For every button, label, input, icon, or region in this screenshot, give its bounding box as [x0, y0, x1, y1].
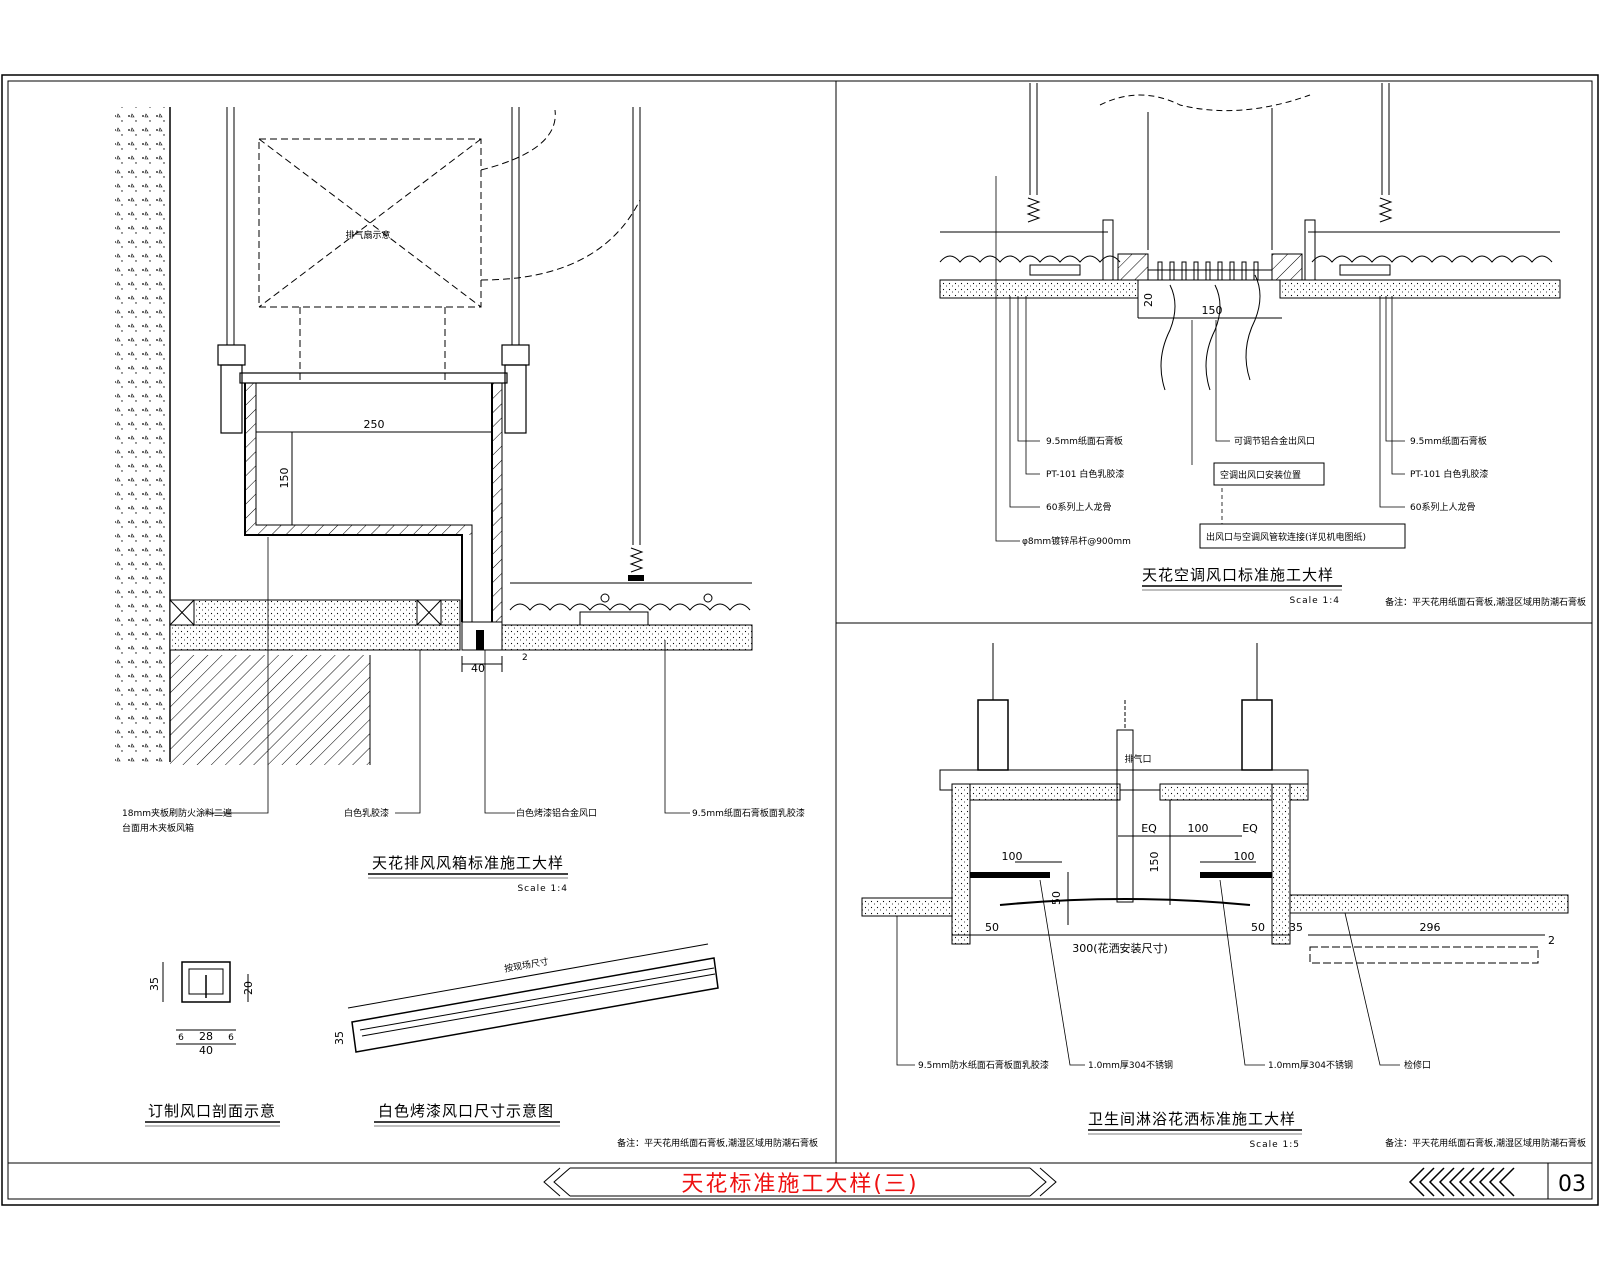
vent-size-title: 白色烤漆风口尺寸示意图 [378, 1102, 554, 1120]
sheet-number: 03 [1558, 1172, 1586, 1197]
shower-dim-l50: 50 [985, 921, 999, 934]
vent-dim-w3: 6 [228, 1033, 234, 1043]
fan-box-label: 排气扇示意 [345, 229, 390, 241]
shower-dim-r35: 35 [1289, 921, 1303, 934]
exhaust-box-detail: 排气扇示意 250 150 [115, 107, 805, 894]
shower-dim-h150: 150 [1148, 852, 1161, 873]
vent-section-detail: 35 20 6 28 6 40 订制风口剖面示意 [145, 961, 280, 1127]
exhaust-dim-width: 250 [364, 418, 385, 431]
shower-dim-h50: 50 [1050, 891, 1063, 905]
shower-note: 备注：平天花用纸面石膏板,潮湿区域用防潮石膏板 [1385, 1137, 1586, 1149]
ac-left-callout-2: PT-101 白色乳胶漆 [1046, 468, 1124, 480]
ac-left-callout-3: 60系列上人龙骨 [1046, 501, 1111, 513]
ac-title: 天花空调风口标准施工大样 [1142, 566, 1334, 584]
exhaust-callout-extra: 台面用木夹板风箱 [122, 822, 194, 834]
left-note: 备注：平天花用纸面石膏板,潮湿区域用防潮石膏板 [617, 1137, 818, 1149]
vent-size-length: 按现场尺寸 [503, 955, 549, 975]
vent-dim-w1: 6 [178, 1033, 184, 1043]
exhaust-dim-slot: 40 [471, 662, 485, 675]
vent-dim-h: 35 [148, 977, 161, 991]
shower-label-top: 排气口 [1124, 753, 1151, 765]
shower-title: 卫生间淋浴花洒标准施工大样 [1088, 1110, 1296, 1128]
vent-dim-w2: 28 [199, 1030, 213, 1043]
exhaust-callout-4: 9.5mm纸面石膏板面乳胶漆 [692, 807, 805, 819]
ac-right-callout-2: PT-101 白色乳胶漆 [1410, 468, 1488, 480]
shower-dim-span: 300(花洒安装尺寸) [1072, 941, 1168, 955]
ac-center-callout-2: 空调出风口安装位置 [1220, 469, 1301, 481]
ac-dim-b: 150 [1202, 304, 1223, 317]
shower-dim-end: 2 [1548, 934, 1555, 947]
ac-center-callout-1: 可调节铝合金出风口 [1234, 435, 1315, 447]
shower-callout-3: 1.0mm厚304不锈钢 [1268, 1059, 1353, 1071]
vent-section-title: 订制风口剖面示意 [148, 1102, 276, 1120]
vent-dim-total: 40 [199, 1044, 213, 1057]
chevron-decoration-icon [1408, 1167, 1515, 1197]
shower-dim-l100: 100 [1002, 850, 1023, 863]
shower-dim-c100: 100 [1188, 822, 1209, 835]
exhaust-title: 天花排风风箱标准施工大样 [372, 854, 564, 872]
ac-dim-a: 20 [1142, 293, 1155, 307]
vent-size-detail: 按现场尺寸 35 白色烤漆风口尺寸示意图 [333, 943, 719, 1127]
vent-size-h: 35 [333, 1031, 346, 1045]
exhaust-callout-3: 白色烤漆铝合金风口 [516, 807, 597, 819]
sheet-title: 天花标准施工大样(三) [681, 1172, 918, 1197]
shower-dim-right: 296 [1420, 921, 1441, 934]
shower-scale: Scale 1:5 [1249, 1140, 1300, 1150]
shower-callout-2: 1.0mm厚304不锈钢 [1088, 1059, 1173, 1071]
ac-center-callout-3: 出风口与空调风管软连接(详见机电图纸) [1206, 531, 1366, 543]
sheet-frame [1, 74, 1599, 1206]
ac-note: 备注：平天花用纸面石膏板,潮湿区域用防潮石膏板 [1385, 596, 1586, 608]
ac-left-callout-1: 9.5mm纸面石膏板 [1046, 435, 1123, 447]
ac-scale: Scale 1:4 [1289, 596, 1340, 606]
ac-right-callout-3: 60系列上人龙骨 [1410, 501, 1475, 513]
exhaust-dim-gap: 2 [522, 653, 528, 663]
ac-vent-detail: 20 150 9.5mm纸面石膏板 PT-101 白色乳胶漆 60系列上人龙骨 … [939, 83, 1586, 608]
vent-dim-inner: 20 [242, 981, 255, 995]
exhaust-dim-height: 150 [278, 468, 291, 489]
title-bar: 天花标准施工大样(三) 03 [543, 1163, 1586, 1199]
shower-dim-r100: 100 [1234, 850, 1255, 863]
shower-detail: EQ 100 EQ 150 100 100 50 50 50 35 300(花洒… [861, 643, 1586, 1150]
exhaust-scale: Scale 1:4 [517, 884, 568, 894]
ac-left-callout-4: φ8mm镀锌吊杆@900mm [1022, 535, 1131, 547]
shower-dim-eq2: EQ [1242, 822, 1258, 835]
shower-callout-4: 检修口 [1404, 1059, 1431, 1071]
shower-dim-r50: 50 [1251, 921, 1265, 934]
shower-callout-1: 9.5mm防水纸面石膏板面乳胶漆 [918, 1059, 1049, 1071]
ac-right-callout-1: 9.5mm纸面石膏板 [1410, 435, 1487, 447]
shower-dim-eq1: EQ [1141, 822, 1157, 835]
exhaust-callout-2: 白色乳胶漆 [344, 807, 389, 819]
exhaust-callout-1: 18mm夹板刷防火涂料二遍 [122, 807, 232, 819]
